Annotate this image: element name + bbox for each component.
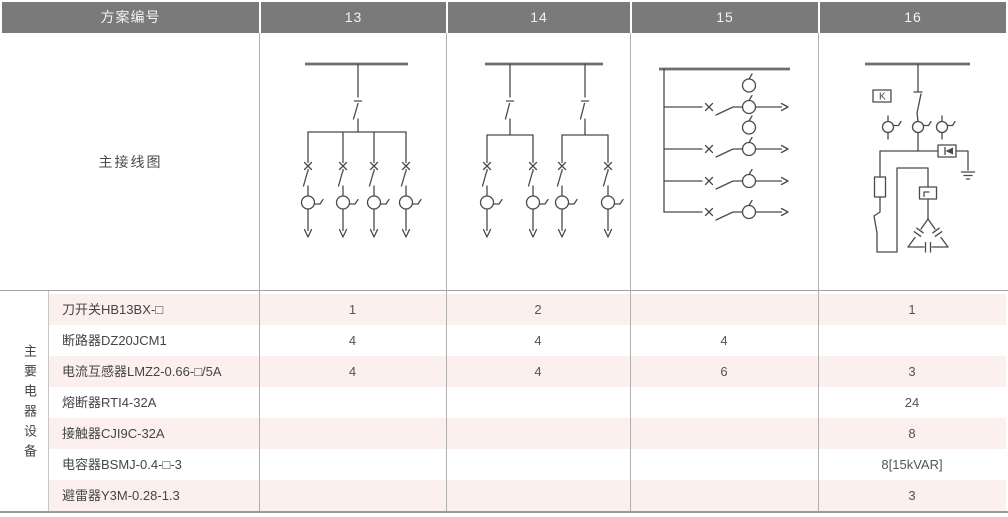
qty-scheme13: 1 bbox=[348, 302, 357, 317]
qty-scheme14: 4 bbox=[534, 333, 542, 348]
single-line-diagram-scheme15-icon bbox=[659, 67, 790, 221]
single-line-diagram-scheme13-icon bbox=[300, 62, 422, 238]
qty-scheme16: 8[15kVAR] bbox=[881, 457, 943, 472]
table-row-capacitor: 电容器BSMJ-0.4-□-3 8[15kVAR] bbox=[48, 449, 1006, 480]
equipment-section: 刀开关HB13BX-□ 1 2 1 断路器DZ20JCM1 4 4 4 电流互感… bbox=[0, 291, 1008, 511]
qty-scheme14 bbox=[446, 480, 630, 511]
k-operating-mechanism-label: K bbox=[879, 92, 886, 103]
column-divider bbox=[818, 33, 819, 511]
diagram-cell-16: K bbox=[820, 33, 1006, 290]
header-scheme-number: 方案编号 bbox=[2, 2, 259, 33]
divider-diagram-equipment bbox=[0, 290, 1008, 291]
equipment-name: 避雷器Y3M-0.28-1.3 bbox=[62, 488, 180, 503]
table-row-contactor: 接触器CJI9C-32A 8 bbox=[48, 418, 1006, 449]
equipment-name: 刀开关HB13BX-□ bbox=[62, 302, 164, 317]
table-row-fuse: 熔断器RTI4-32A 24 bbox=[48, 387, 1006, 418]
equipment-name: 电容器BSMJ-0.4-□-3 bbox=[62, 457, 182, 472]
qty-scheme15 bbox=[630, 387, 818, 418]
qty-scheme16: 3 bbox=[908, 488, 916, 503]
table-row-surge-arrester: 避雷器Y3M-0.28-1.3 3 bbox=[48, 480, 1006, 511]
qty-scheme13 bbox=[259, 449, 446, 480]
diagram-cell-15 bbox=[632, 33, 818, 290]
qty-scheme14: 4 bbox=[534, 364, 542, 379]
table-header-row: 方案编号 13 14 15 16 bbox=[2, 2, 1006, 33]
diagram-cell-13 bbox=[261, 33, 446, 290]
qty-scheme15: 4 bbox=[720, 333, 728, 348]
qty-scheme16: 24 bbox=[904, 395, 920, 410]
table-row-circuit-breaker: 断路器DZ20JCM1 4 4 4 bbox=[48, 325, 1006, 356]
table-bottom-border bbox=[0, 511, 1008, 513]
qty-scheme13 bbox=[259, 418, 446, 449]
header-scheme-15: 15 bbox=[632, 2, 818, 33]
column-divider bbox=[630, 33, 631, 511]
diagram-row-label-cell: 主接线图 bbox=[2, 33, 259, 290]
qty-scheme13 bbox=[259, 480, 446, 511]
qty-scheme16: 8 bbox=[908, 426, 916, 441]
qty-scheme13: 4 bbox=[348, 364, 357, 379]
group-label-divider bbox=[48, 291, 49, 511]
qty-scheme14 bbox=[446, 387, 630, 418]
diagram-cell-14 bbox=[448, 33, 630, 290]
qty-scheme16: 1 bbox=[908, 302, 916, 317]
main-wiring-diagram-row: 主接线图 bbox=[2, 33, 1006, 290]
qty-scheme15 bbox=[630, 480, 818, 511]
qty-scheme15 bbox=[630, 294, 818, 325]
qty-scheme16 bbox=[818, 325, 1006, 356]
qty-scheme15 bbox=[630, 449, 818, 480]
table-row-current-transformer: 电流互感器LMZ2-0.66-□/5A 4 4 6 3 bbox=[48, 356, 1006, 387]
qty-scheme13: 4 bbox=[348, 333, 357, 348]
header-scheme-13: 13 bbox=[261, 2, 446, 33]
header-scheme-16: 16 bbox=[820, 2, 1006, 33]
qty-scheme14: 2 bbox=[534, 302, 542, 317]
equipment-group-label: 主要电器设备 bbox=[22, 344, 37, 464]
single-line-diagram-scheme14-icon bbox=[479, 62, 624, 238]
qty-scheme13 bbox=[259, 387, 446, 418]
equipment-name: 接触器CJI9C-32A bbox=[62, 426, 165, 441]
qty-scheme16: 3 bbox=[908, 364, 916, 379]
table-row-knife-switch: 刀开关HB13BX-□ 1 2 1 bbox=[48, 294, 1006, 325]
equipment-name: 电流互感器LMZ2-0.66-□/5A bbox=[62, 364, 222, 379]
column-divider bbox=[446, 33, 447, 511]
column-divider bbox=[259, 33, 260, 511]
header-scheme-14: 14 bbox=[448, 2, 630, 33]
qty-scheme15: 6 bbox=[720, 364, 728, 379]
qty-scheme14 bbox=[446, 449, 630, 480]
single-line-diagram-scheme16-icon: K bbox=[865, 62, 976, 253]
qty-scheme15 bbox=[630, 418, 818, 449]
equipment-name: 断路器DZ20JCM1 bbox=[62, 333, 167, 348]
equipment-name: 熔断器RTI4-32A bbox=[62, 395, 157, 410]
qty-scheme14 bbox=[446, 418, 630, 449]
main-wiring-diagram-label: 主接线图 bbox=[98, 153, 163, 170]
